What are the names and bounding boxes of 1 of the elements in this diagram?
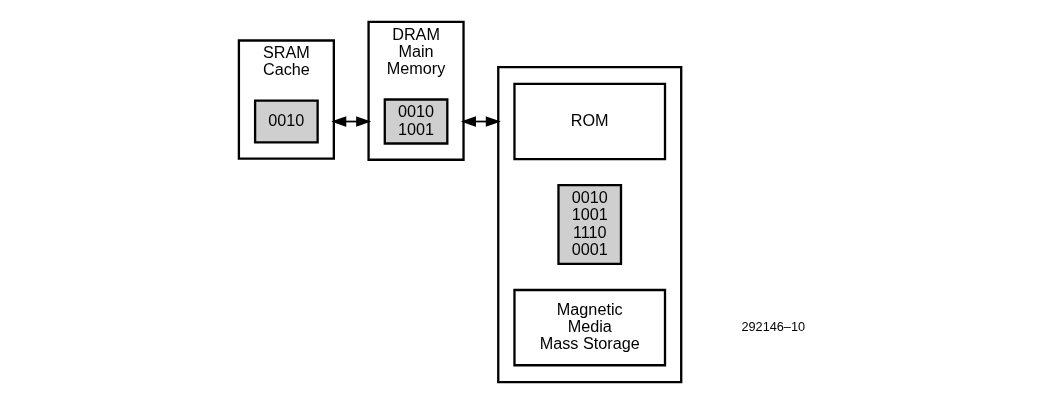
label: 292146–10	[740, 318, 805, 334]
